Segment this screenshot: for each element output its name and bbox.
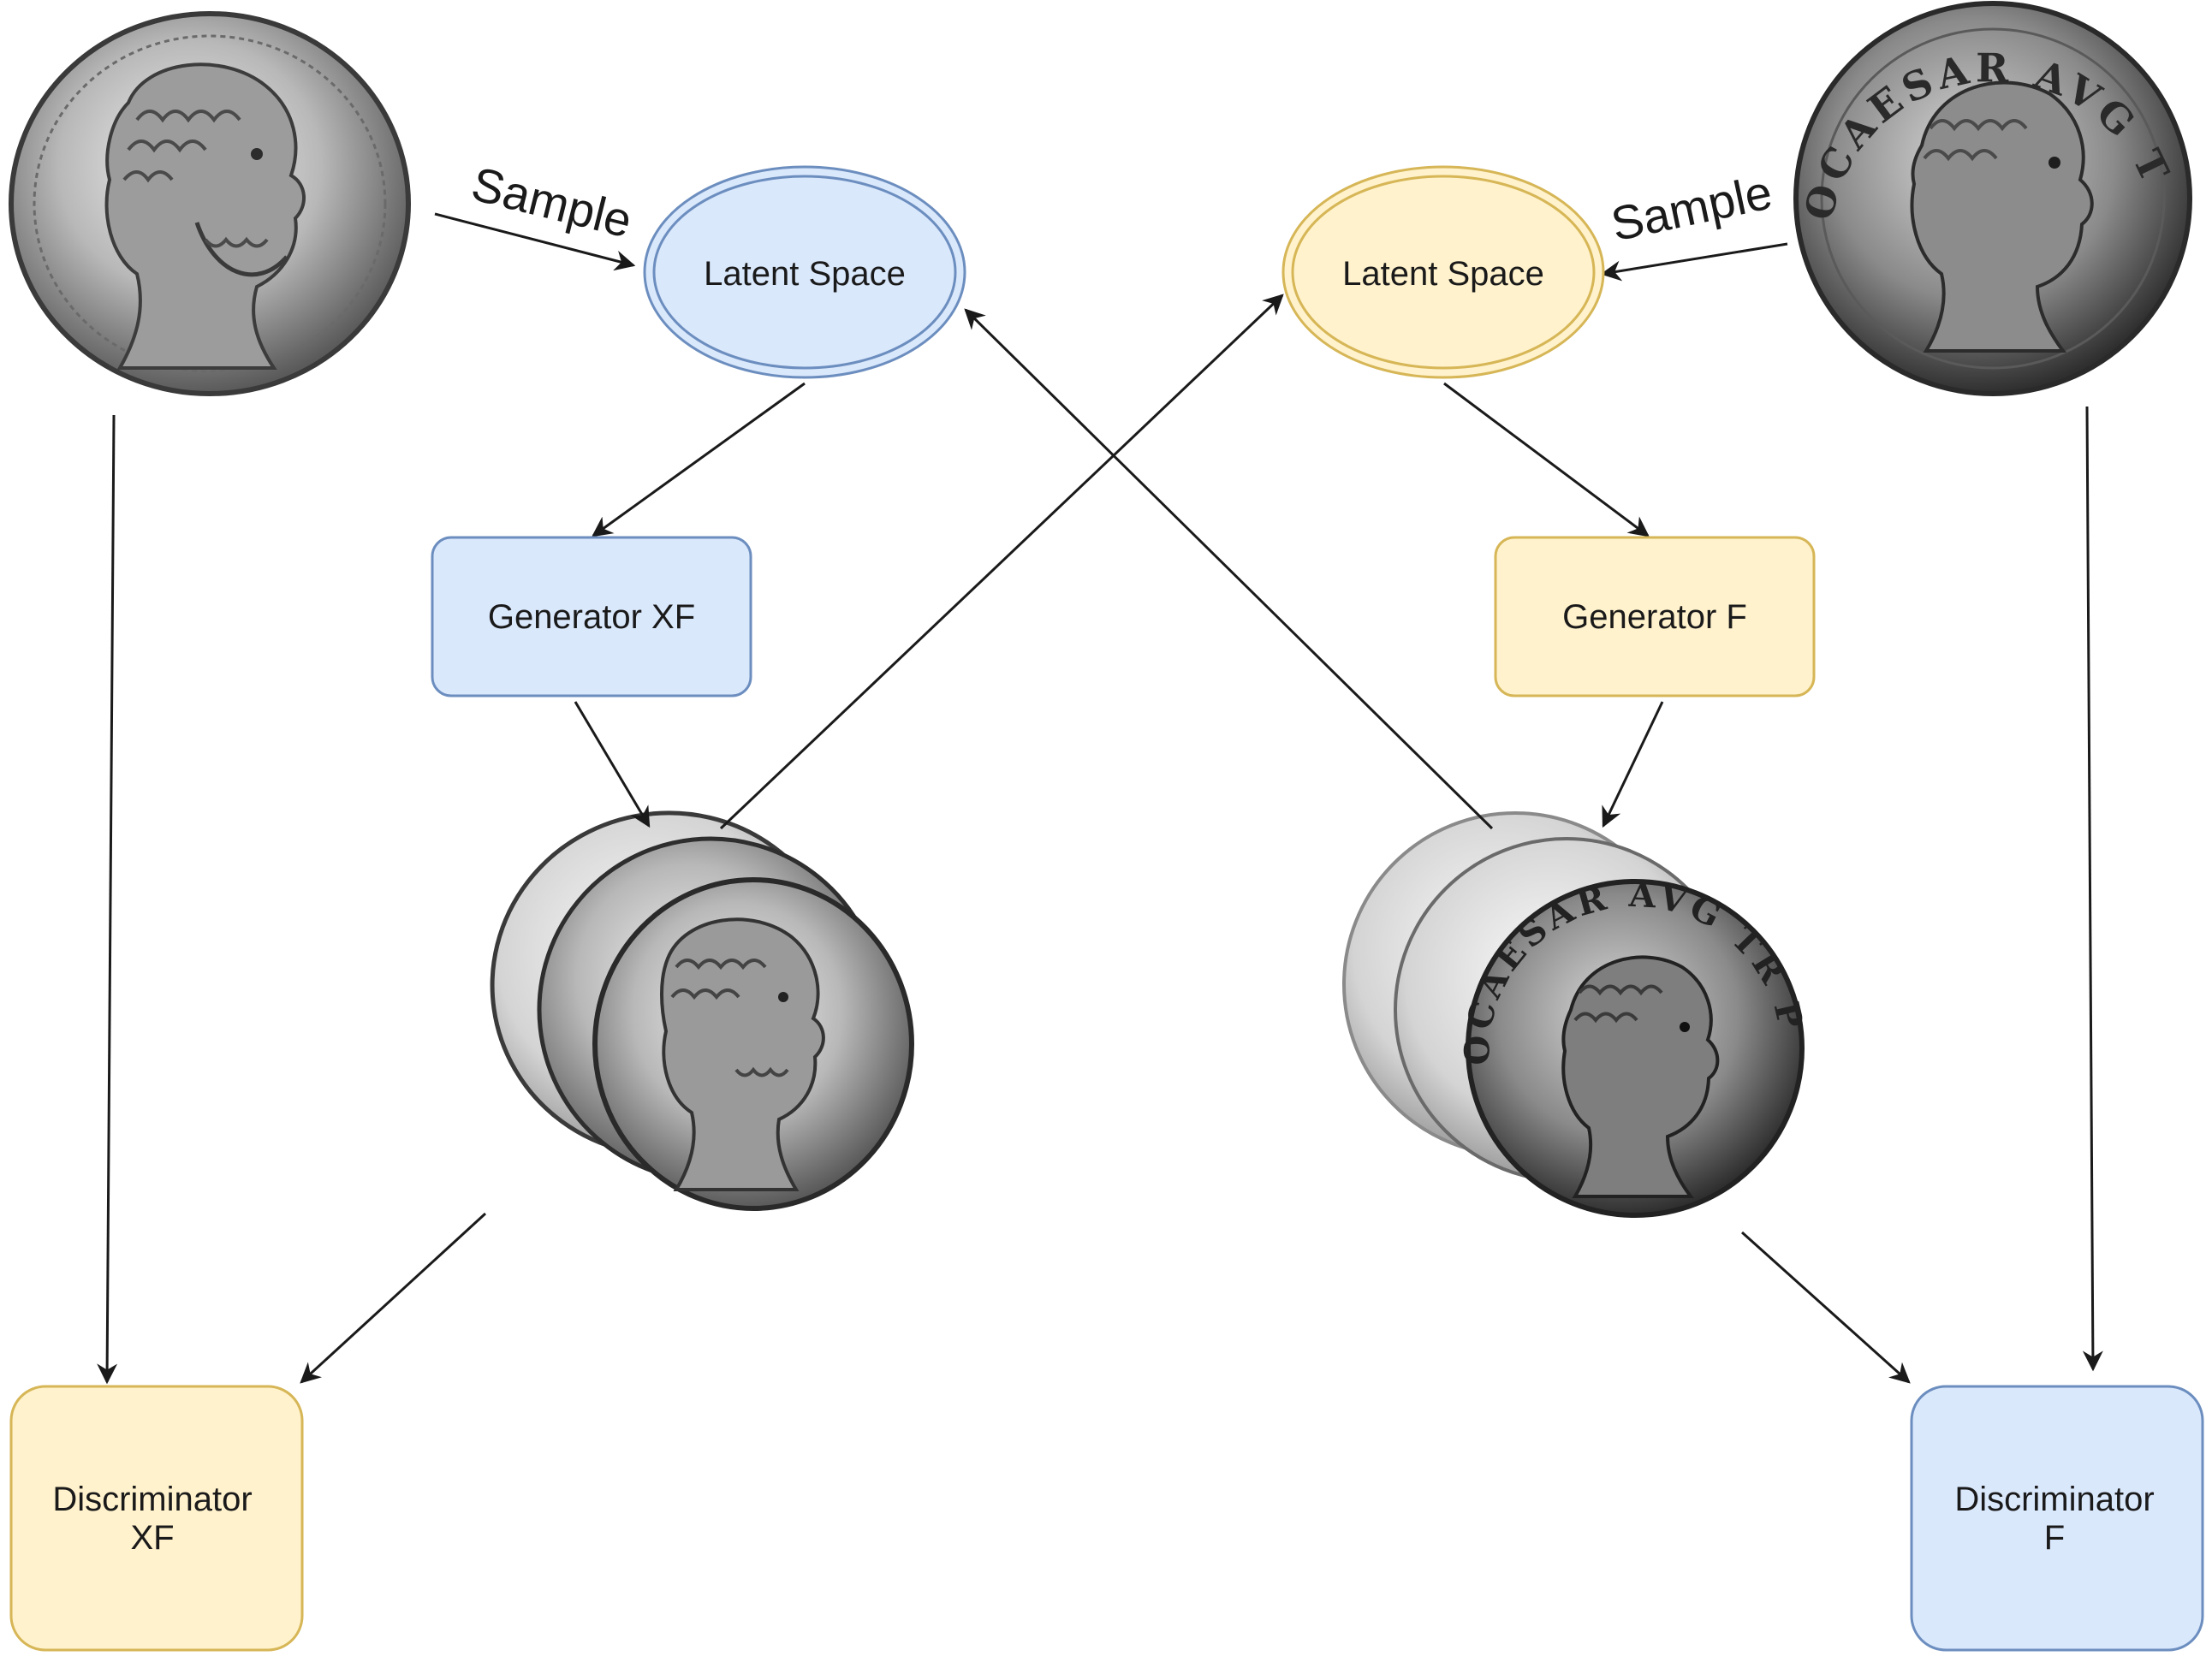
sample-label-left: Sample	[467, 157, 637, 248]
edge-coins-left-to-discriminator-xf	[300, 1212, 487, 1384]
latent-space-right-label: Latent Space	[1342, 255, 1544, 293]
discriminator-xf-label-line2: XF	[130, 1519, 174, 1557]
discriminator-f-box: Discriminator F	[1910, 1385, 2204, 1652]
generator-f-label: Generator F	[1562, 598, 1747, 636]
discriminator-f-label-line1: Discriminator	[1954, 1481, 2154, 1518]
coins-generated-left-image	[490, 810, 914, 1211]
generator-xf-label: Generator XF	[488, 598, 695, 636]
discriminator-f-label-line2: F	[2044, 1519, 2065, 1557]
edge-coin-top-left-to-discriminator-xf	[97, 414, 118, 1385]
edge-latent-left-to-generator-xf	[592, 382, 806, 537]
edge-sample-right	[1600, 242, 1788, 282]
edge-sample-left	[434, 212, 636, 271]
generator-f-box: Generator F	[1494, 536, 1816, 697]
discriminator-xf-box: Discriminator XF	[9, 1385, 304, 1652]
sample-label-right: Sample	[1607, 164, 1777, 251]
edges	[97, 212, 2103, 1385]
latent-space-left-label: Latent Space	[704, 255, 906, 293]
edge-coin-top-right-to-discriminator-f	[2082, 406, 2103, 1372]
coin-top-left-image	[9, 9, 432, 411]
generator-xf-box: Generator XF	[431, 536, 752, 697]
edge-latent-right-to-generator-f	[1443, 382, 1650, 537]
edge-generator-f-to-coins	[1602, 701, 1664, 828]
edge-coins-right-to-discriminator-f	[1740, 1231, 1911, 1384]
latent-space-left: Latent Space	[643, 165, 966, 379]
edge-generator-xf-to-coins	[574, 701, 651, 828]
discriminator-xf-label-line1: Discriminator	[52, 1481, 252, 1518]
edge-coins-right-to-latent-left	[964, 308, 1494, 830]
coins-generated-right-image: OCAESAR AVG TR P	[1342, 811, 1807, 1218]
latent-space-right: Latent Space	[1281, 165, 1605, 379]
edge-coins-left-to-latent-right	[719, 294, 1284, 830]
